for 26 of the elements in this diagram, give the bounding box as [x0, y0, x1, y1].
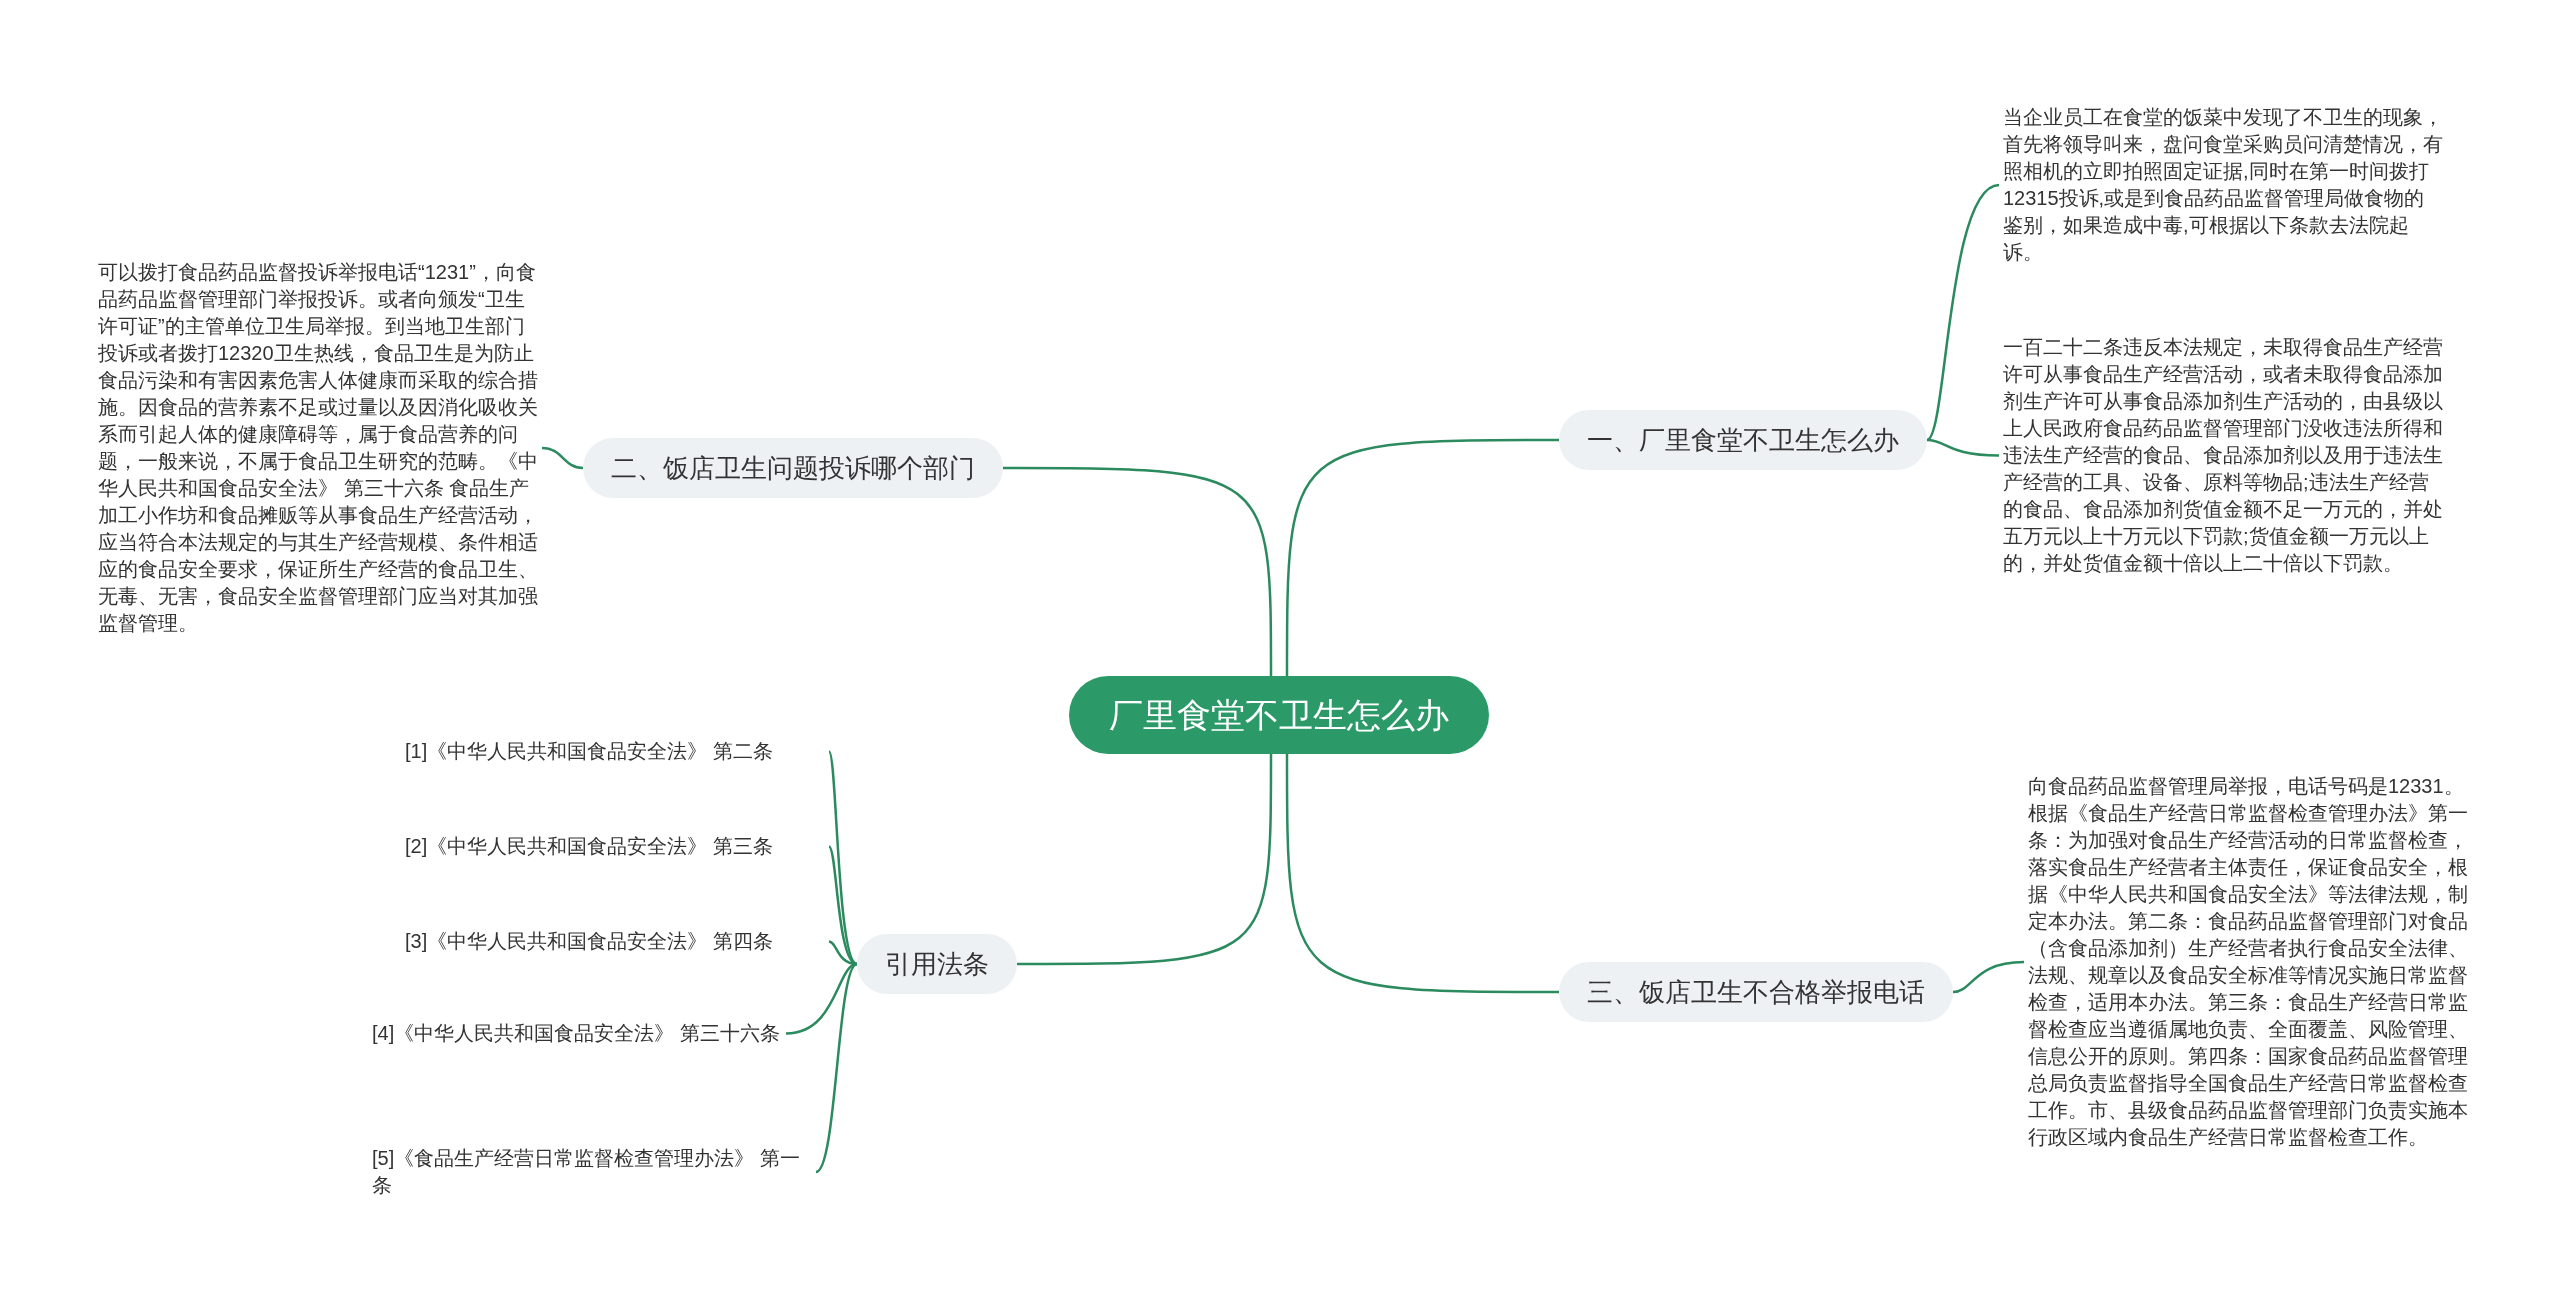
connector-line: [827, 751, 858, 965]
connector-line: [1926, 438, 2000, 457]
leaf-text: [3]《中华人民共和国食品安全法》 第四条: [405, 928, 825, 955]
connector-line: [541, 446, 584, 470]
leaf-text: 一百二十二条违反本法规定，未取得食品生产经营许可从事食品生产经营活动，或者未取得食品添加剂生产许可从事食品添加剂生产活动的，由县级以上人民政府食品药品监督管理部门没收违法所得和违法生产经营的食品、食品添加剂以及用于违法生产经营的工具、设备、原料等物品;违法生产经营的食品、食品添加剂货值金额不足一万元的，并处五万元以上十万元以下罚款;货值金额一万元以上的，并处货值金额十倍以上二十倍以下罚款。: [2003, 334, 2443, 577]
leaf-text: 当企业员工在食堂的饭菜中发现了不卫生的现象，首先将领导叫来，盘问食堂采购员问清楚情况，有照相机的立即拍照固定证据,同时在第一时间拨打12315投诉,或是到食品药品监督管理局做食物的鉴别，如果造成中毒,可根据以下条款去法院起诉。: [2003, 104, 2443, 266]
connector-line: [828, 845, 858, 966]
leaf-text: 可以拨打食品药品监督投诉举报电话“1231”，向食品药品监督管理部门举报投诉。或者向颁发“卫生许可证”的主管单位卫生局举报。到当地卫生部门投诉或者拨打12320卫生热线，食品卫生是为防止食品污染和有害因素危害人体健康而采取的综合措施。因食品的营养素不足或过量以及因消化吸收关系而引起人体的健康障碍等，属于食品营养的问题，一般来说，不属于食品卫生研究的范畴。《中华人民共和国食品安全法》 第三十六条 食品生产加工小作坊和食品摊贩等从事食品生产经营活动，应当符合本法规定的与其生产经营规模、条件相适应的食品安全要求，保证所生产经营的食品卫生、无毒、无害，食品安全监督管理部门应当对其加强监督管理。: [98, 259, 538, 637]
branch-topic: 三、饭店卫生不合格举报电话: [1559, 962, 1953, 1022]
branch-topic: 二、饭店卫生问题投诉哪个部门: [583, 438, 1003, 498]
root-topic: 厂里食堂不卫生怎么办: [1069, 676, 1489, 754]
connector-line: [1285, 438, 1559, 676]
connector-line: [1003, 466, 1273, 676]
leaf-text: [4]《中华人民共和国食品安全法》 第三十六条: [372, 1020, 782, 1047]
connector-line: [1285, 754, 1559, 994]
connector-line: [785, 962, 858, 1035]
leaf-text: 向食品药品监督管理局举报，电话号码是12331。根据《食品生产经营日常监督检查管理办法》第一条：为加强对食品生产经营活动的日常监督检查，落实食品生产经营者主体责任，保证食品安全，根据《中华人民共和国食品安全法》等法律法规，制定本办法。第二条：食品药品监督管理部门对食品（含食品添加剂）生产经营者执行食品安全法律、法规、规章以及食品安全标准等情况实施日常监督检查，适用本办法。第三条：食品生产经营日常监督检查应当遵循属地负责、全面覆盖、风险管理、信息公开的原则。第四条：国家食品药品监督管理总局负责监督指导全国食品生产经营日常监督检查工作。市、县级食品药品监督管理部门负责实施本行政区域内食品生产经营日常监督检查工作。: [2028, 773, 2468, 1151]
leaf-text: [1]《中华人民共和国食品安全法》 第二条: [405, 738, 825, 765]
connector-line: [1952, 960, 2025, 994]
leaf-text: [5]《食品生产经营日常监督检查管理办法》 第一条: [372, 1145, 812, 1199]
branch-topic: 一、厂里食堂不卫生怎么办: [1559, 410, 1927, 470]
branch-topic: 引用法条: [857, 934, 1017, 994]
connector-line: [1017, 754, 1273, 966]
leaf-text: [2]《中华人民共和国食品安全法》 第三条: [405, 833, 825, 860]
connector-line: [1926, 183, 2000, 441]
connector-line: [815, 963, 858, 1173]
